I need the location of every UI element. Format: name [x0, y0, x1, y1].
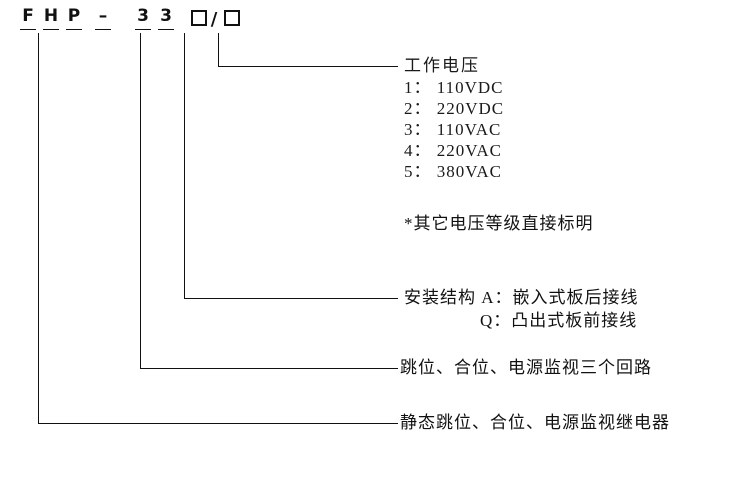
model-slash: /: [210, 9, 218, 30]
connector-line-circuits-horizontal: [140, 368, 398, 369]
placeholder-box-icon: [224, 10, 240, 26]
placeholder-box-icon: [191, 10, 207, 26]
model-letter-p: P: [66, 6, 82, 30]
voltage-option: 5： 380VAC: [404, 162, 502, 181]
model-digit-3b: 3: [158, 6, 174, 30]
connector-line-mounting-vertical: [184, 33, 185, 298]
mounting-structure-line2: Q：凸出式板前接线: [480, 311, 638, 330]
voltage-note: *其它电压等级直接标明: [404, 214, 594, 233]
connector-line-product-horizontal: [38, 423, 398, 424]
connector-line-product-vertical: [38, 33, 39, 423]
mounting-structure-line1: 安装结构 A：嵌入式板后接线: [404, 288, 639, 307]
voltage-option: 1： 110VDC: [404, 78, 504, 97]
voltage-option: 3： 110VAC: [404, 120, 502, 139]
voltage-block: 工作电压 1： 110VDC 2： 220VDC 3： 110VAC 4： 22…: [404, 55, 504, 182]
model-digit-3a: 3: [135, 6, 151, 30]
connector-line-voltage-horizontal: [218, 66, 398, 67]
product-label: 静态跳位、合位、电源监视继电器: [400, 413, 670, 432]
model-letter-h: H: [43, 6, 59, 30]
voltage-title: 工作电压: [404, 56, 480, 75]
voltage-option: 4： 220VAC: [404, 141, 502, 160]
voltage-option: 2： 220VDC: [404, 99, 505, 118]
circuits-label: 跳位、合位、电源监视三个回路: [400, 358, 652, 377]
connector-line-circuits-vertical: [140, 33, 141, 368]
model-code: F H P – 3 3 /: [20, 6, 243, 30]
connector-line-mounting-horizontal: [184, 298, 398, 299]
connector-line-voltage-vertical: [218, 33, 219, 66]
model-letter-f: F: [20, 6, 36, 30]
model-dash: –: [95, 6, 111, 30]
